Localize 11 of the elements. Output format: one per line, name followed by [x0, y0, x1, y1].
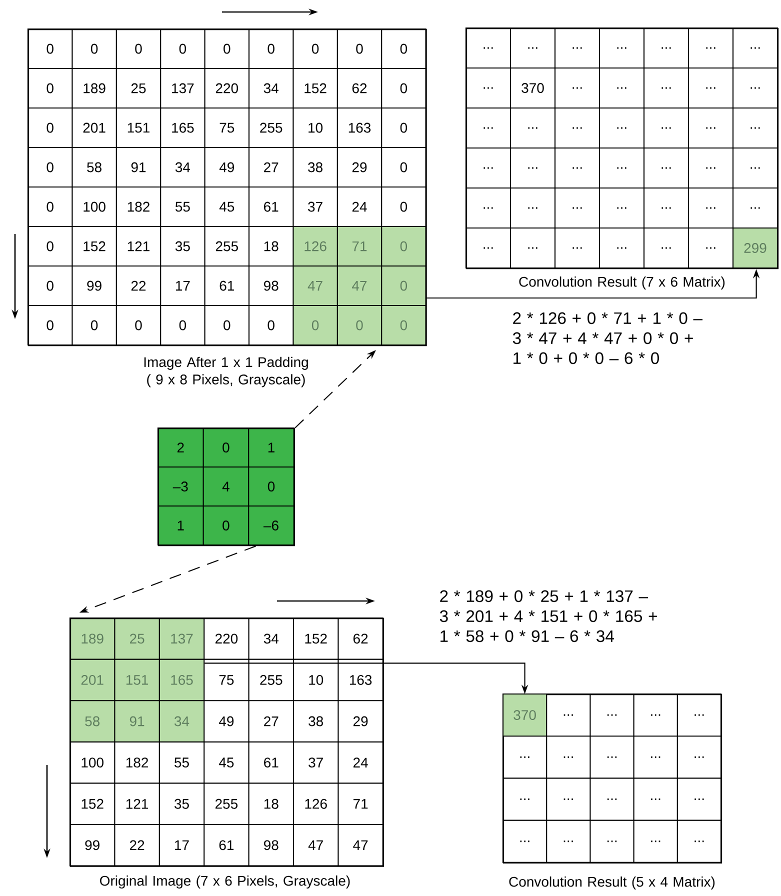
result-grid: ... ... ... ... ... ... ... ... 370 ... ... ... ... ... ... ... ... ... ... ... ... ... ... ... ... ... ... ... ... ... ... ... ... ... ... ... ... ... ... ... ... 299 Convolution Result (7 x 6 Matrix)	[465, 27, 779, 290]
highlight-window: 189 25 137 201 151 165 58 91 34	[70, 618, 204, 742]
highlight-window: 126 71 0 47 47 0 0 0 0	[293, 226, 426, 346]
node-label: Original Image (7 x 6 Pixels, Grayscale)	[100, 875, 350, 889]
result-grid: 370 ... ... ... ... ... ... ... ... ... ... ... ... ... ... ... ... ... ... ... Convolution Result (5 x 4 Matrix)	[502, 693, 722, 890]
formula-text: 2 * 189 + 0 * 25 + 1 * 137 – 3 * 201 + 4 * 151 + 0 * 165 + 1 * 58 + 0 * 91 – 6 * 34	[440, 590, 657, 642]
node-label: Convolution Result (7 x 6 Matrix)	[519, 276, 725, 290]
formula-text: 2 * 126 + 0 * 71 + 1 * 0 – 3 * 47 + 4 * 47 + 0 * 0 + 1 * 0 + 0 * 0 – 6 * 0	[512, 312, 702, 364]
node-label: Image After 1 x 1 Padding ( 9 x 8 Pixels, Grayscale)	[144, 356, 308, 388]
node-label: Convolution Result (5 x 4 Matrix)	[509, 876, 715, 890]
kernel-grid: 2 0 1 –3 4 0 1 0 –6	[157, 427, 295, 546]
